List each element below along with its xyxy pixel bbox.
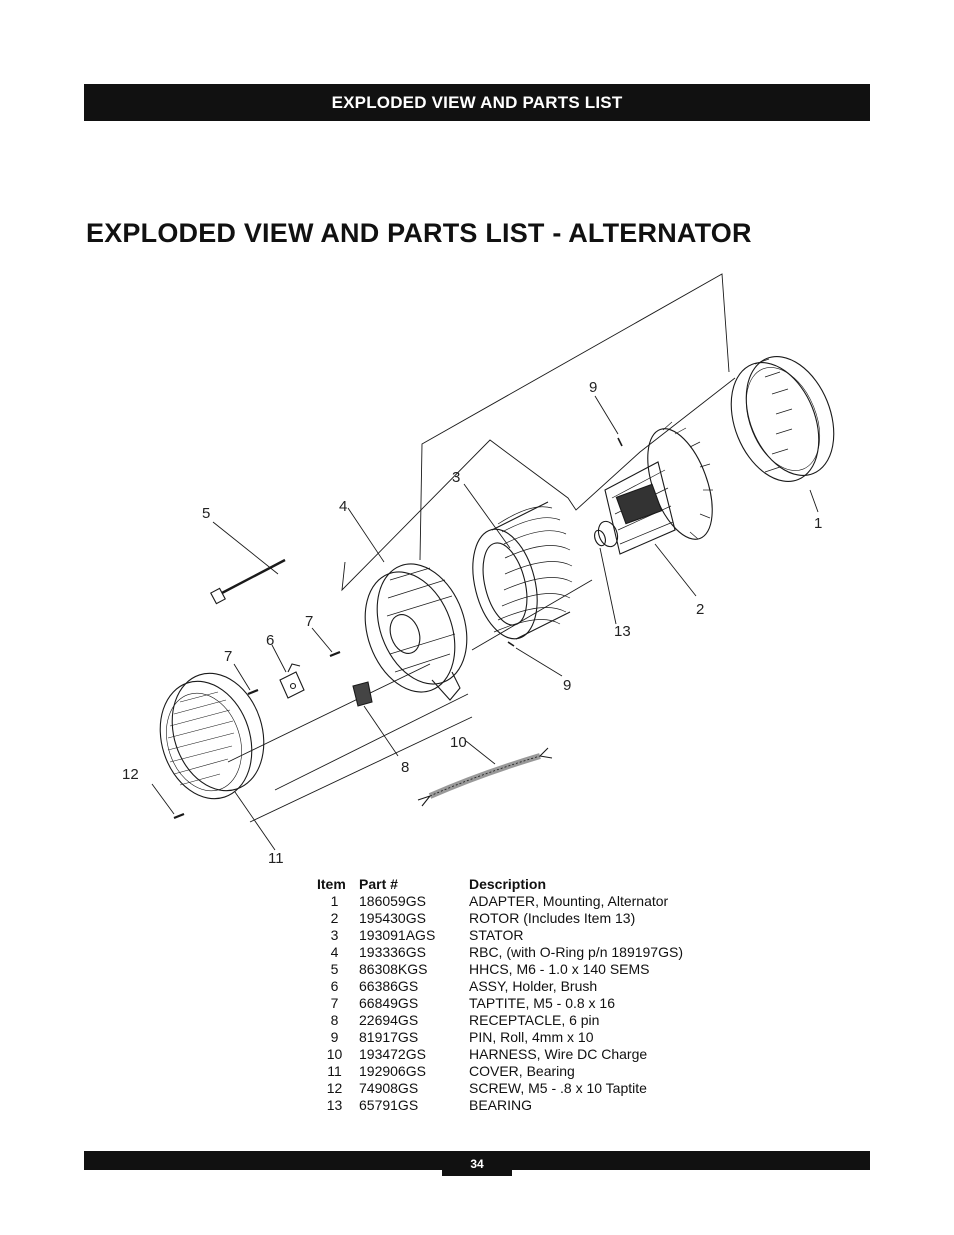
table-row: 6 66386GS ASSY, Holder, Brush [310, 978, 729, 995]
cell-item: 1 [330, 893, 339, 909]
cell-description: ADAPTER, Mounting, Alternator [469, 893, 669, 909]
cell-item: 7 [330, 995, 339, 1011]
cell-part: 192906GS [359, 1063, 426, 1079]
table-row: 5 86308KGS HHCS, M6 - 1.0 x 140 SEMS [310, 961, 729, 978]
assembly-lines [227, 273, 736, 823]
cell-part: 81917GS [359, 1029, 419, 1045]
roll-pins [507, 437, 623, 647]
cell-description: STATOR [469, 927, 524, 943]
cell-description: COVER, Bearing [469, 1063, 575, 1079]
table-row: 9 81917GS PIN, Roll, 4mm x 10 [310, 1029, 729, 1046]
cell-part: 195430GS [359, 910, 426, 926]
callout-2: 2 [696, 601, 704, 618]
cell-item: 6 [330, 978, 339, 994]
header-bar: EXPLODED VIEW AND PARTS LIST [84, 84, 870, 121]
cell-description: ROTOR (Includes Item 13) [469, 910, 636, 926]
wire-harness [417, 747, 553, 807]
cell-description: HHCS, M6 - 1.0 x 140 SEMS [469, 961, 650, 977]
screws-item-7 [247, 650, 341, 696]
parts-table: Item Part # Description 1 186059GS ADAPTER… [310, 876, 729, 1114]
cell-item: 10 [326, 1046, 343, 1062]
page-number: 34 [442, 1151, 512, 1176]
bearing-cover [159, 672, 265, 800]
cell-description: BEARING [469, 1097, 533, 1113]
cell-part: 66386GS [359, 978, 419, 994]
cell-part: 22694GS [359, 1012, 419, 1028]
exploded-view-diagram: 1 2 3 4 5 6 7 7 8 9 9 10 11 12 13 [100, 262, 860, 882]
cell-item: 2 [330, 910, 339, 926]
table-row: 3 193091AGS STATOR [310, 927, 729, 944]
table-row: 10 193472GS HARNESS, Wire DC Charge [310, 1046, 729, 1063]
cell-description: SCREW, M5 - .8 x 10 Taptite [469, 1080, 647, 1096]
cell-part: 186059GS [359, 893, 426, 909]
page-title: EXPLODED VIEW AND PARTS LIST - ALTERNATO… [86, 218, 752, 248]
bolt [210, 558, 286, 605]
header-part: Part # [359, 876, 398, 892]
table-row: 13 65791GS BEARING [310, 1097, 729, 1114]
cell-part: 193472GS [359, 1046, 426, 1062]
parts-table-header: Item Part # Description [310, 876, 729, 893]
cell-description: ASSY, Holder, Brush [469, 978, 598, 994]
callout-7a: 7 [224, 648, 232, 665]
screw-item-12 [173, 812, 185, 820]
header-title: EXPLODED VIEW AND PARTS LIST [331, 92, 623, 112]
callout-7b: 7 [305, 613, 313, 630]
callout-13: 13 [614, 623, 631, 640]
cell-description: RECEPTACLE, 6 pin [469, 1012, 600, 1028]
table-row: 2 195430GS ROTOR (Includes Item 13) [310, 910, 729, 927]
cell-item: 4 [330, 944, 339, 960]
callout-10: 10 [450, 734, 467, 751]
callout-8: 8 [401, 759, 409, 776]
stator [472, 501, 573, 640]
cell-part: 66849GS [359, 995, 419, 1011]
callout-6: 6 [266, 632, 274, 649]
cell-description: PIN, Roll, 4mm x 10 [469, 1029, 594, 1045]
rotor [594, 421, 713, 555]
callout-4: 4 [339, 498, 347, 515]
adapter-ring [730, 356, 835, 482]
receptacle [352, 681, 373, 707]
cell-part: 86308KGS [359, 961, 428, 977]
table-row: 7 66849GS TAPTITE, M5 - 0.8 x 16 [310, 995, 729, 1012]
cell-description: RBC, (with O-Ring p/n 189197GS) [469, 944, 683, 960]
cell-item: 12 [326, 1080, 343, 1096]
callout-12: 12 [122, 766, 139, 783]
callout-9a: 9 [589, 379, 597, 396]
cell-description: TAPTITE, M5 - 0.8 x 16 [469, 995, 616, 1011]
cell-item: 11 [327, 1063, 342, 1079]
callout-11: 11 [268, 850, 284, 867]
table-row: 8 22694GS RECEPTACLE, 6 pin [310, 1012, 729, 1029]
cell-item: 3 [330, 927, 339, 943]
table-row: 12 74908GS SCREW, M5 - .8 x 10 Taptite [310, 1080, 729, 1097]
cell-item: 5 [330, 961, 339, 977]
cell-part: 193091AGS [359, 927, 436, 943]
cell-item: 8 [330, 1012, 339, 1028]
callout-labels: 1 2 3 4 5 6 7 7 8 9 9 10 11 12 13 [122, 379, 822, 867]
callout-5: 5 [202, 505, 210, 522]
callout-leaders [151, 395, 819, 851]
callout-9b: 9 [563, 677, 571, 694]
cell-part: 65791GS [359, 1097, 419, 1113]
brush-holder [279, 663, 305, 699]
cell-item: 13 [326, 1097, 343, 1113]
cell-part: 74908GS [359, 1080, 419, 1096]
table-row: 4 193336GS RBC, (with O-Ring p/n 189197GS) [310, 944, 729, 961]
table-row: 11 192906GS COVER, Bearing [310, 1063, 729, 1080]
cell-part: 193336GS [359, 944, 426, 960]
callout-1: 1 [814, 515, 822, 532]
callout-3: 3 [452, 469, 460, 486]
bearing-carrier [364, 563, 468, 701]
header-item: Item [317, 876, 346, 892]
header-description: Description [469, 876, 547, 892]
cell-item: 9 [330, 1029, 339, 1045]
table-row: 1 186059GS ADAPTER, Mounting, Alternator [310, 893, 729, 910]
page-number-text: 34 [470, 1156, 484, 1171]
cell-description: HARNESS, Wire DC Charge [469, 1046, 648, 1062]
